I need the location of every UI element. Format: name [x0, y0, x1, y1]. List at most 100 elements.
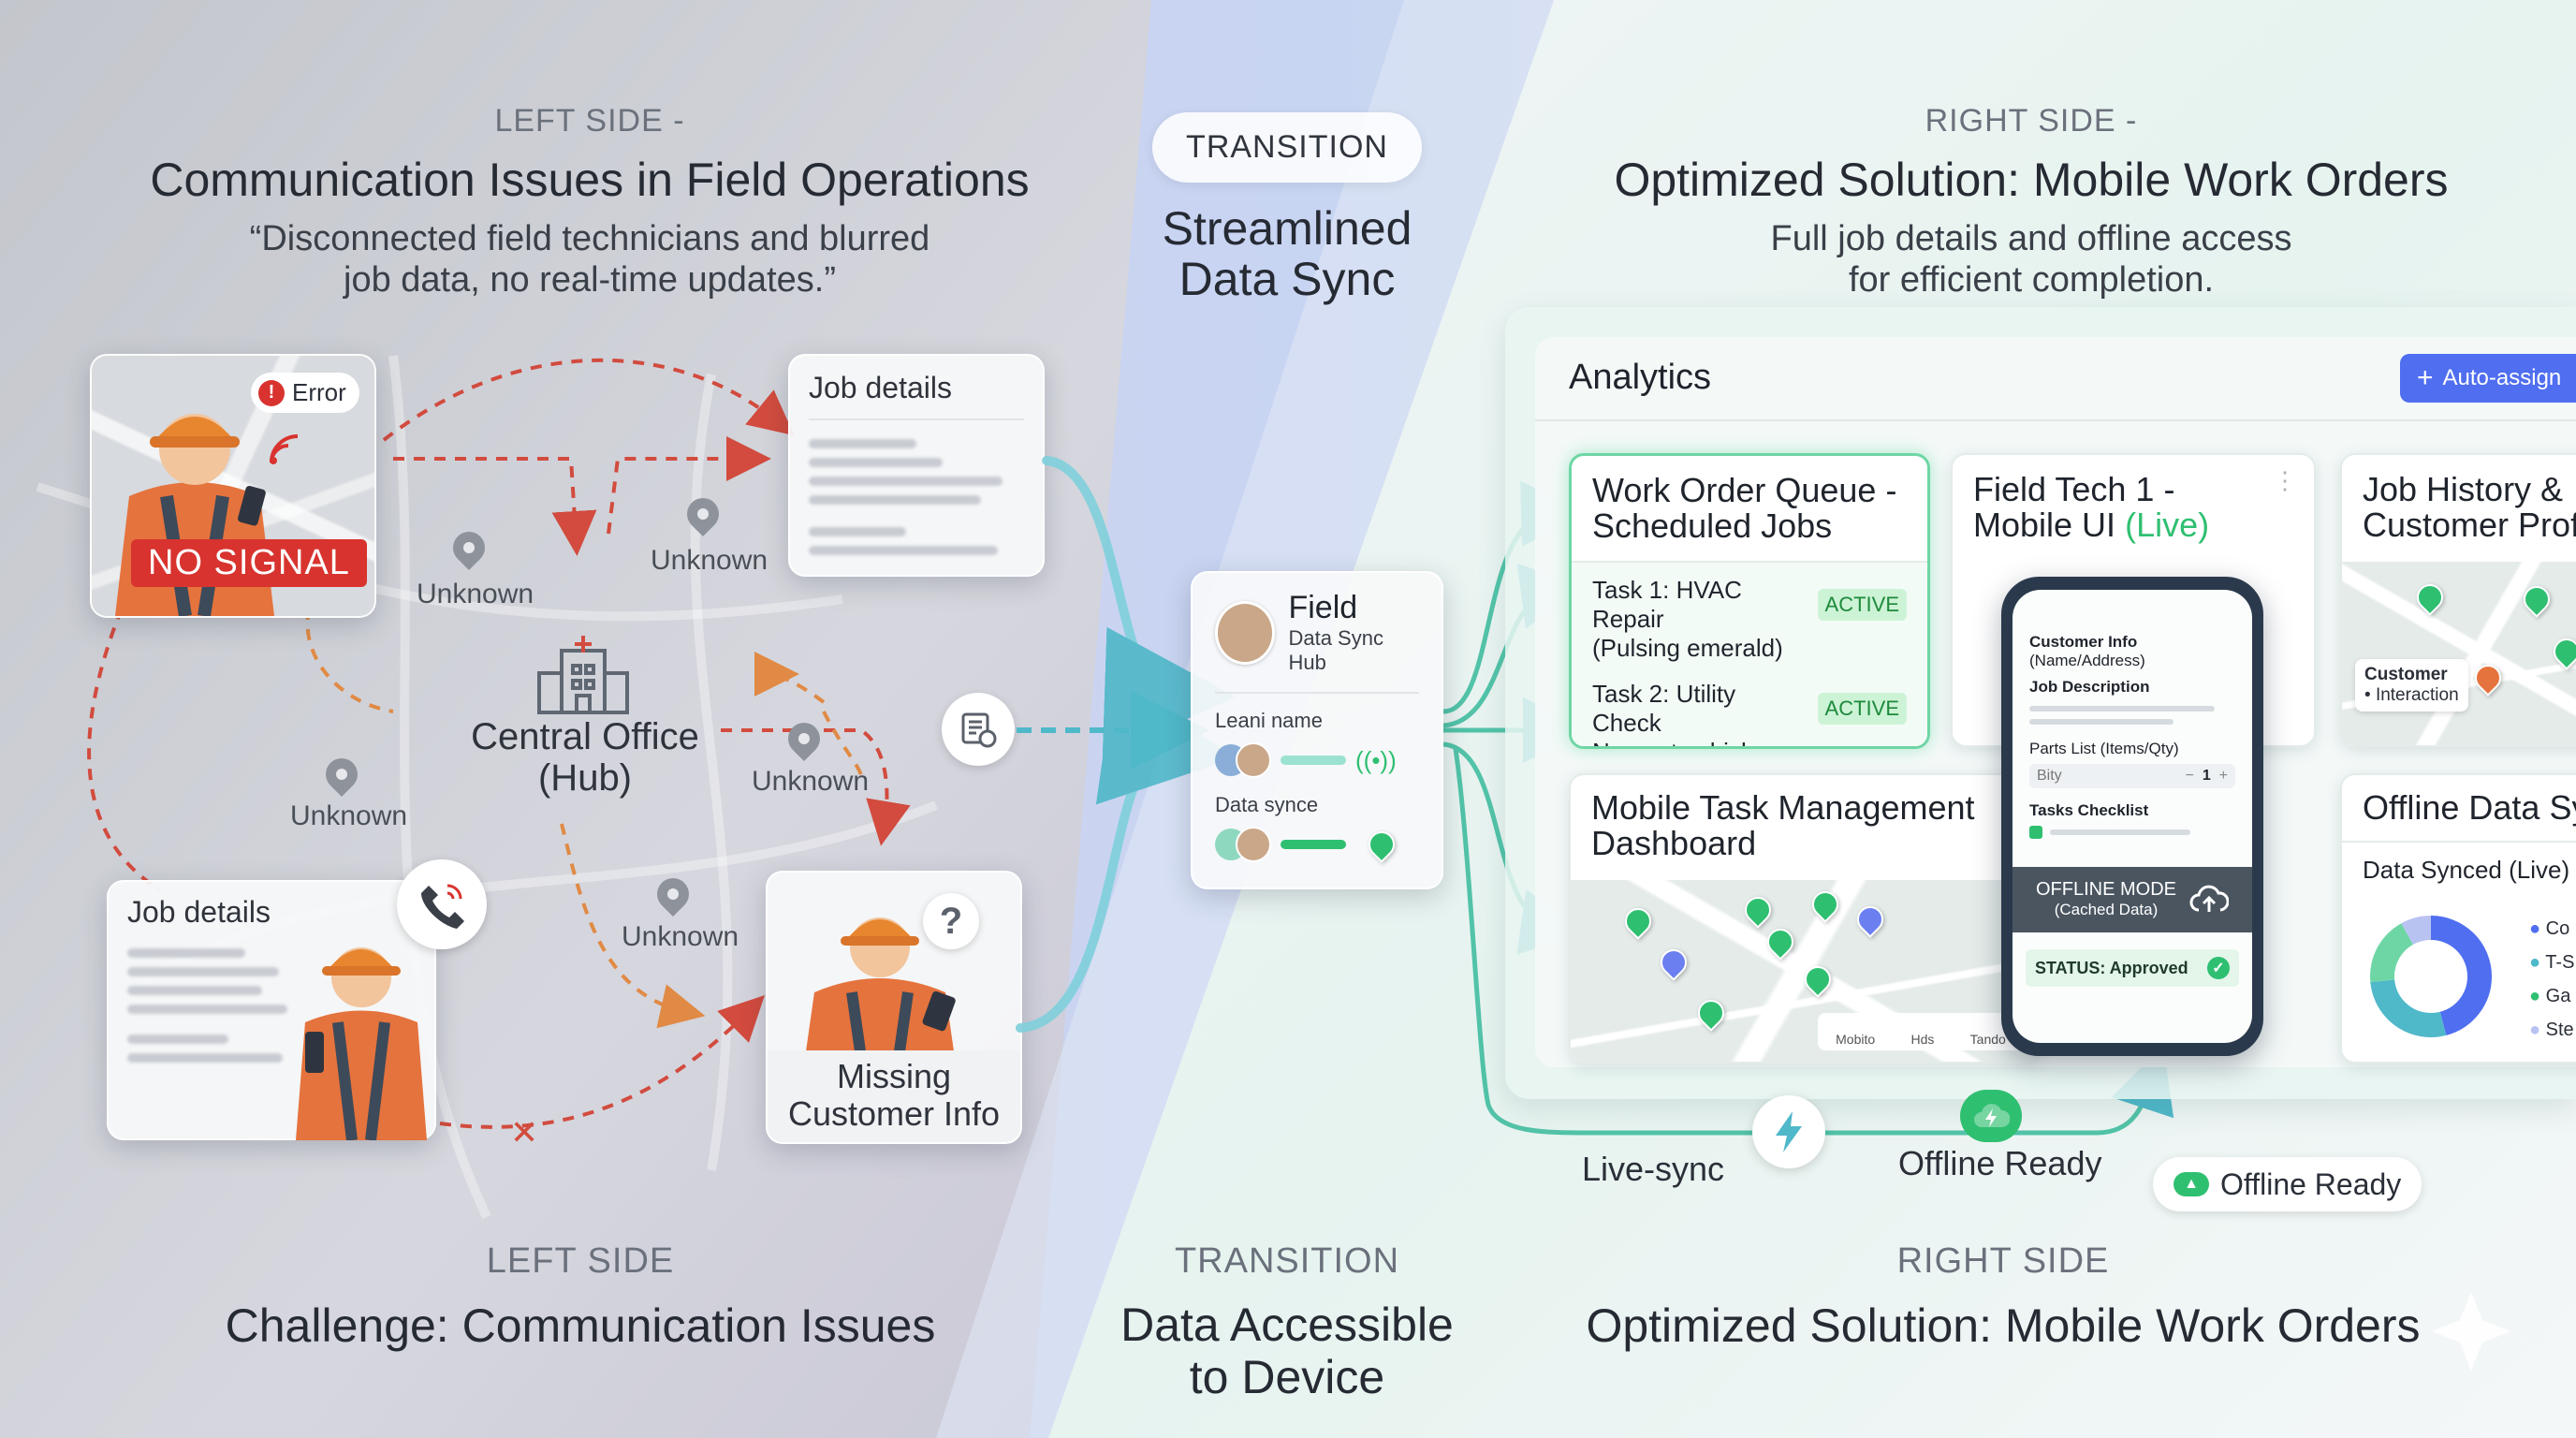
sync-row-1-label: Leani name: [1215, 709, 1323, 732]
error-badge: ! Error: [251, 373, 359, 413]
phone-job-description: Job Description: [2029, 678, 2150, 696]
live-label: (Live): [2125, 506, 2210, 544]
task-2-status-badge: ACTIVE: [1817, 693, 1907, 725]
sync-row-2-label: Data synce: [1215, 793, 1319, 816]
parts-qty: 1: [2202, 768, 2211, 784]
missing-label-1: Missing: [836, 1057, 952, 1095]
footer-right: RIGHT SIDE Optimized Solution: Mobile Wo…: [1582, 1241, 2424, 1353]
map-pin-icon: [1619, 902, 1657, 940]
work-order-queue-panel[interactable]: Work Order Queue - Scheduled Jobs Task 1…: [1569, 453, 1930, 749]
left-header-label: LEFT SIDE -: [494, 103, 685, 139]
footer-mid-line-1: Data Accessible: [1120, 1299, 1454, 1351]
minus-icon[interactable]: −: [2185, 768, 2194, 784]
unknown-label-1: Unknown: [417, 579, 534, 609]
sync-hub-subtitle: Data Sync Hub: [1288, 626, 1383, 674]
more-options-icon[interactable]: ⋮: [2273, 466, 2297, 494]
customer-tooltip: Customer • Interaction: [2355, 659, 2468, 712]
offline-ready-label: Offline Ready: [1898, 1144, 2102, 1182]
queue-title-1: Work Order Queue -: [1592, 471, 1897, 509]
map-pin-icon: [1739, 891, 1777, 929]
phone-screen: Customer Info (Name/Address) Job Descrip…: [2012, 590, 2252, 1043]
plus-icon[interactable]: +: [2218, 768, 2228, 784]
sync-hub-title: Field: [1288, 590, 1358, 625]
field-tech-title-2: Mobile UI: [1973, 506, 2116, 544]
tooltip-line-1: Customer: [2364, 665, 2448, 684]
donut-legend: ● Co ● T-S ● Ga ● Ste: [2529, 918, 2575, 1040]
map-pin-icon: [1692, 994, 1730, 1032]
hub-label-1: Central Office: [471, 716, 699, 757]
phone-parts-list: Parts List (Items/Qty): [2029, 740, 2179, 757]
document-sync-icon: [942, 693, 1015, 766]
auto-assign-button[interactable]: + Auto-assign: [2400, 354, 2576, 403]
check-icon: ✓: [2207, 957, 2230, 979]
offline-mode-1: OFFLINE MODE: [2035, 879, 2176, 900]
task-1-status-badge: ACTIVE: [1817, 589, 1907, 621]
missing-customer-card: ? Missing Customer Info: [766, 871, 1022, 1144]
map-legend: Mobito Hds Tando: [1818, 1013, 2024, 1050]
parts-item: Bity: [2037, 768, 2062, 784]
right-header-sub-2: for efficient completion.: [1848, 260, 2215, 300]
avatar: [1236, 827, 1271, 862]
map-pin-icon: [1852, 901, 1889, 938]
map-pin-icon: [2411, 579, 2449, 616]
job-history-panel[interactable]: Job History & Customer Prof Customer • I…: [2340, 453, 2576, 747]
offline-mode-2: (Cached Data): [2054, 901, 2159, 918]
dashboard-title: Analytics: [1569, 358, 1712, 397]
offline-data-panel[interactable]: Offline Data Sy Data Synced (Live) ● Co …: [2340, 773, 2576, 1064]
hub-label-2: (Hub): [537, 757, 633, 799]
footer-mid-line-2: to Device: [1189, 1351, 1385, 1403]
map-pin-icon: [2469, 659, 2507, 697]
right-header-title: Optimized Solution: Mobile Work Orders: [1614, 154, 2449, 206]
map-pin-icon: [1799, 961, 1837, 998]
left-header-quote-2: job data, no real-time updates.”: [344, 260, 836, 300]
right-header-sub-1: Full job details and offline access: [1770, 219, 2292, 258]
error-icon: !: [258, 379, 285, 406]
map-pin-icon: [1807, 886, 1844, 923]
hospital-building-icon: [537, 636, 629, 714]
transition-title-2: Data Sync: [1178, 253, 1396, 305]
task-1-label: Task 1: HVAC Repair: [1592, 576, 1742, 633]
donut-legend-4: Ste: [2545, 1020, 2574, 1040]
cloud-lightning-icon: [1960, 1090, 2022, 1142]
avatar: [1236, 742, 1271, 778]
job-details-card-top: Job details: [788, 354, 1045, 577]
sync-progress-bar: [1281, 756, 1346, 765]
missing-customer-info: Missing Customer Info: [768, 1050, 1020, 1142]
tooltip-line-2: Interaction: [2375, 685, 2459, 705]
phone-customer-info-1: Customer Info: [2029, 633, 2138, 651]
phone-call-icon: [397, 859, 487, 949]
queue-title-2: Scheduled Jobs: [1592, 506, 1833, 545]
transition-title-1: Streamlined: [1162, 202, 1412, 255]
task-mgmt-title-1: Mobile Task Management: [1591, 788, 1975, 827]
task-2-label: Task 2: Utility Check: [1592, 680, 1736, 737]
parts-quantity-stepper[interactable]: Bity − 1 +: [2029, 764, 2235, 788]
svg-text:✕: ✕: [510, 1113, 538, 1152]
left-header-title: Communication Issues in Field Operations: [150, 154, 1030, 206]
task-2-detail: Nearest vehicle: [1592, 738, 1907, 746]
unknown-label-5: Unknown: [622, 921, 739, 952]
central-office-hub: Central Office (Hub): [449, 716, 721, 799]
task-map: Mobito Hds Tando: [1571, 880, 2039, 1062]
footer-left-title: Challenge: Communication Issues: [225, 1299, 936, 1352]
wireless-signal-icon: ((•)): [1355, 745, 1397, 774]
cloud-upload-icon: [2189, 885, 2229, 912]
location-pin-icon: [1363, 826, 1400, 863]
offline-ready-pill: ▲ Offline Ready: [2153, 1157, 2422, 1211]
transition-header: TRANSITION Streamlined Data Sync: [1151, 112, 1423, 304]
left-header: LEFT SIDE - Communication Issues in Fiel…: [122, 103, 1058, 301]
missing-label-2: Customer Info: [787, 1094, 1001, 1133]
task-2-row[interactable]: Task 2: Utility Check ACTIVE: [1592, 680, 1907, 738]
map-pin-icon: [2518, 580, 2555, 618]
technician-tablet-illustration: [805, 917, 956, 1058]
task-1-row[interactable]: Task 1: HVAC Repair ACTIVE: [1592, 576, 1907, 634]
footer-right-title: Optimized Solution: Mobile Work Orders: [1586, 1299, 2421, 1352]
checkbox-checked-icon[interactable]: [2029, 826, 2042, 839]
status-approved-badge: STATUS: Approved ✓: [2026, 949, 2239, 987]
task-mgmt-title-2: Dashboard: [1591, 824, 1757, 862]
plus-icon: +: [2417, 362, 2434, 393]
task-1-detail: (Pulsing emerald): [1592, 634, 1783, 662]
field-sync-hub-card: Field Data Sync Hub Leani name ((•)) Dat…: [1191, 571, 1443, 889]
unknown-label-4: Unknown: [752, 766, 870, 797]
task-management-panel[interactable]: Mobile Task Management Dashboard Mobito …: [1569, 773, 2041, 1064]
no-signal-card: ! Error NO SIGNAL: [90, 354, 376, 618]
